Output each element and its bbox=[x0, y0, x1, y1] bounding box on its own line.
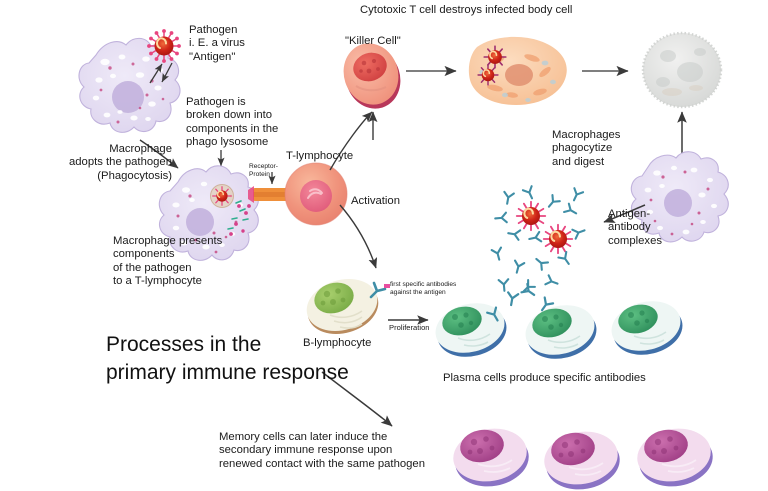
surface-antibody-icon bbox=[369, 281, 387, 299]
label-pathogen-broken-down: Pathogen is broken down into components … bbox=[186, 96, 279, 148]
label-receptor-protein: Receptor- Protein bbox=[249, 163, 278, 178]
label-activation: Activation bbox=[351, 195, 400, 207]
memory-cell bbox=[637, 428, 713, 487]
label-macrophage-adopts: Macrophage adopts the pathogen (Phagocyt… bbox=[68, 143, 172, 182]
arrow-pathogen-up bbox=[149, 63, 163, 84]
label-pathogen: Pathogen i. E. a virus "Antigen" bbox=[189, 24, 245, 63]
label-antigen-antibody-complexes: Antigen- antibody complexes bbox=[608, 208, 662, 247]
label-proliferation: Proliferation bbox=[389, 323, 430, 332]
plasma-cell bbox=[525, 305, 597, 359]
label-t-lymphocyte: T-lymphocyte bbox=[286, 150, 354, 162]
label-macrophage-presents: Macrophage presents components of the pa… bbox=[113, 235, 223, 287]
label-macrophages-phagocytize: Macrophages phagocytize and digest bbox=[552, 129, 621, 168]
antigen-fragments bbox=[227, 200, 251, 236]
arrow-to-memory-cells bbox=[321, 371, 393, 427]
arrow-t-to-b bbox=[339, 204, 378, 269]
macrophage-cell-1 bbox=[78, 37, 181, 133]
infected-body-cell bbox=[468, 36, 567, 105]
label-b-lymphocyte: B-lymphocyte bbox=[303, 337, 372, 349]
macrophage-cell-2-presenting bbox=[158, 165, 259, 261]
t-lymphocyte-cell bbox=[284, 162, 348, 226]
memory-cell bbox=[453, 428, 529, 487]
label-memory-cells: Memory cells can later induce the second… bbox=[219, 431, 425, 470]
plasma-cells-group bbox=[435, 282, 683, 359]
b-lymphocyte-cell bbox=[306, 279, 390, 334]
memory-cell bbox=[544, 431, 620, 490]
receptor-protein-bridge bbox=[248, 186, 291, 203]
label-headline-cytotoxic: Cytotoxic T cell destroys infected body … bbox=[360, 4, 573, 16]
killer-cell bbox=[343, 43, 401, 109]
plasma-cell bbox=[611, 301, 683, 355]
diagram-title-line1: Processes in the bbox=[106, 333, 262, 356]
arrow-macrophage-to-phagosome bbox=[139, 139, 179, 169]
pathogen-virus-icon bbox=[147, 29, 181, 63]
memory-cells-group bbox=[453, 428, 713, 490]
diagram-title-line2: primary immune response bbox=[106, 361, 349, 384]
label-plasma-cells: Plasma cells produce specific antibodies bbox=[443, 372, 646, 384]
macrophage-cell-3 bbox=[630, 151, 729, 243]
antigen-antibody-complexes bbox=[490, 185, 586, 293]
label-first-specific-antibodies: first specific antibodies against the an… bbox=[390, 281, 457, 296]
arrow-pathogen-down bbox=[161, 62, 173, 83]
arrow-macrophage-to-complexes bbox=[603, 204, 646, 223]
antibody-icons bbox=[490, 185, 586, 293]
label-killer-cell: "Killer Cell" bbox=[345, 35, 401, 47]
dead-cell bbox=[641, 31, 723, 109]
secreted-antibody-icons bbox=[486, 282, 555, 322]
plasma-cell bbox=[435, 303, 507, 357]
